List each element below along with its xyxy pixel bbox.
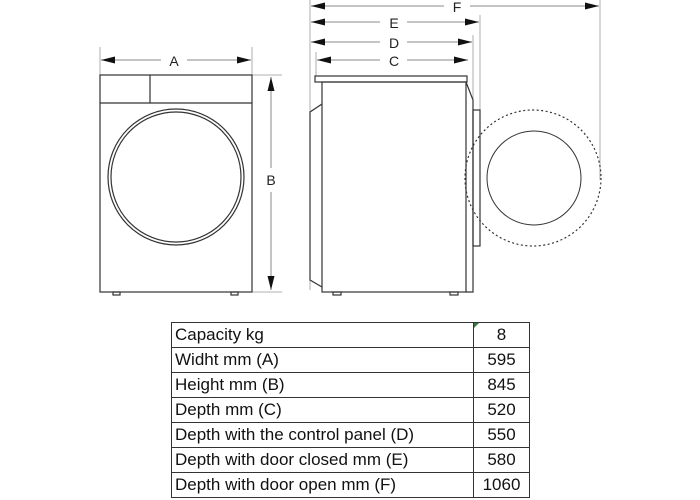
rear-bump	[309, 103, 323, 288]
spec-label: Depth with door open mm (F)	[171, 472, 474, 498]
table-row: Capacity kg 8	[171, 322, 530, 348]
spec-label: Height mm (B)	[171, 372, 474, 398]
side-view	[309, 0, 602, 296]
spec-value: 1060	[473, 472, 530, 498]
dimension-E: E	[311, 15, 479, 31]
spec-value: 520	[473, 397, 530, 423]
dimension-C: C	[317, 53, 468, 69]
label-C: C	[389, 53, 399, 69]
spec-label: Depth mm (C)	[171, 397, 474, 423]
dimension-D: D	[311, 35, 472, 51]
side-body	[321, 81, 467, 293]
dimension-F: F	[311, 0, 599, 15]
door-open	[486, 130, 582, 226]
table-row: Depth with door open mm (F)1060	[171, 472, 530, 498]
cell-flag-icon	[474, 323, 479, 328]
specifications-table: Capacity kg 8 Widht mm (A)595 Height mm (…	[171, 322, 530, 498]
table-row: Depth mm (C)520	[171, 397, 530, 423]
table-row: Height mm (B)845	[171, 372, 530, 398]
door-inner	[110, 111, 242, 243]
label-D: D	[389, 35, 399, 51]
table-row: Widht mm (A)595	[171, 347, 530, 373]
door-open-swing	[464, 109, 602, 247]
label-E: E	[389, 15, 398, 31]
spec-label: Depth with the control panel (D)	[171, 422, 474, 448]
spec-value: 595	[473, 347, 530, 373]
label-A: A	[169, 53, 179, 69]
spec-value: 8	[496, 325, 507, 344]
dimension-B: B	[266, 77, 276, 290]
label-B: B	[266, 172, 275, 188]
door-closed	[472, 109, 481, 247]
door-outer	[107, 108, 245, 246]
spec-value: 550	[473, 422, 530, 448]
front-body	[99, 74, 253, 293]
label-F: F	[453, 0, 462, 15]
spec-value: 580	[473, 447, 530, 473]
spec-label: Widht mm (A)	[171, 347, 474, 373]
spec-value: 845	[473, 372, 530, 398]
spec-label: Depth with door closed mm (E)	[171, 447, 474, 473]
spec-label: Capacity kg	[171, 322, 474, 348]
table-row: Depth with the control panel (D)550	[171, 422, 530, 448]
dimension-diagram: A B F E D C	[99, 0, 602, 296]
front-view	[99, 47, 282, 296]
table-row: Depth with door closed mm (E)580	[171, 447, 530, 473]
top-panel	[314, 75, 468, 83]
dimension-A: A	[101, 53, 251, 69]
